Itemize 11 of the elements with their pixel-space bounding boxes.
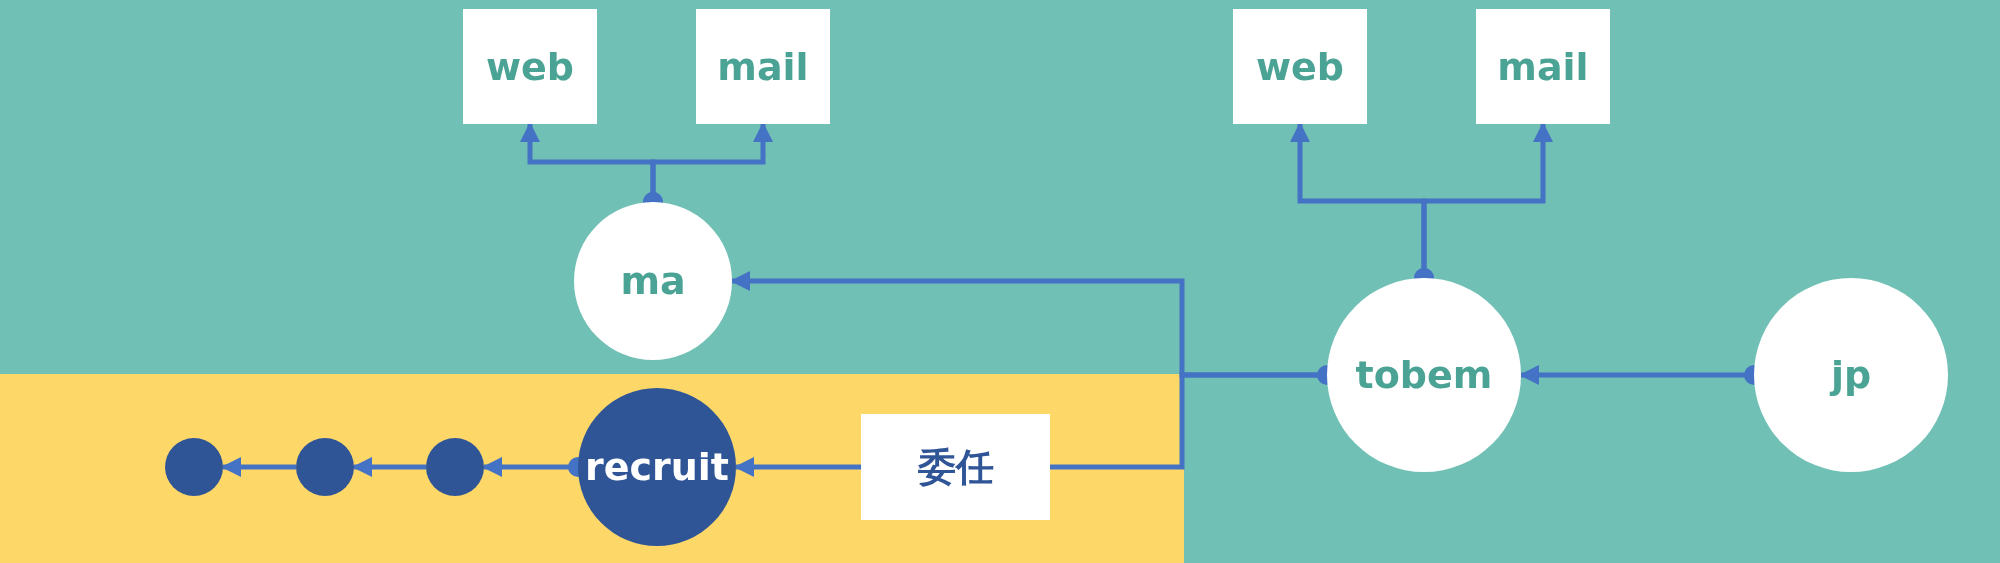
label-box: web: [1233, 9, 1367, 124]
label-box: 委任: [861, 414, 1050, 520]
label-circle: tobem: [1327, 278, 1521, 472]
arrow: [352, 457, 426, 477]
label-circle: ma: [574, 202, 732, 360]
arrow: [221, 457, 296, 477]
arrow: [734, 457, 861, 477]
label-box: web: [463, 9, 597, 124]
label-box: mail: [696, 9, 830, 124]
label-box: mail: [1476, 9, 1610, 124]
label-circle: jp: [1754, 278, 1948, 472]
